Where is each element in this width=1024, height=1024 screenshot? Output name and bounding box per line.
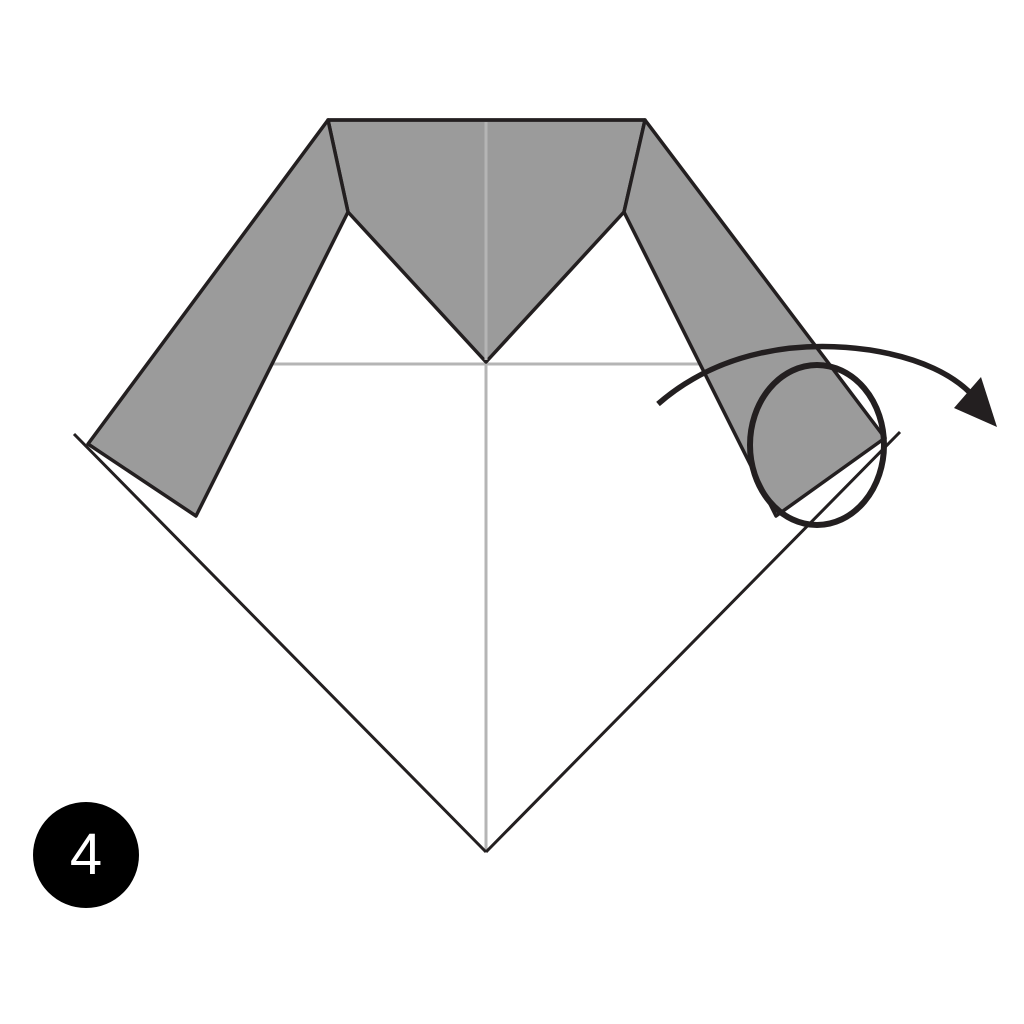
curved-arrow-right-icon [656, 343, 978, 407]
circle-highlight-icon [747, 362, 887, 528]
step-number: 4 [69, 822, 103, 887]
right-arm-flap [622, 118, 887, 518]
arrow-head-icon [954, 377, 997, 427]
lower-left-edge [72, 432, 488, 854]
left-arm-flap [86, 118, 350, 518]
step-number-badge: 4 [33, 802, 139, 908]
lower-right-edge [484, 430, 902, 854]
